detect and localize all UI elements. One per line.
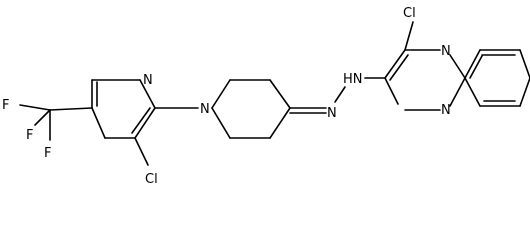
atom-n-quin-top: N [441,44,451,59]
atom-cl-pyridine: Cl [145,172,158,187]
atom-n-hydrazone: N [327,106,337,121]
atom-cl-quinoxaline: Cl [403,6,416,21]
atom-n-quin-bottom: N [441,103,451,118]
atom-f2: F [26,128,33,143]
bond-lines [19,21,530,166]
atom-n-piperidine: N [200,102,210,117]
chemical-structure-diagram: F F F N Cl N N HN Cl N N [2,6,530,187]
atom-n-pyridine: N [143,73,153,88]
atom-f3: F [44,146,51,161]
atom-f1: F [2,98,9,113]
atom-hn: HN [343,72,363,87]
